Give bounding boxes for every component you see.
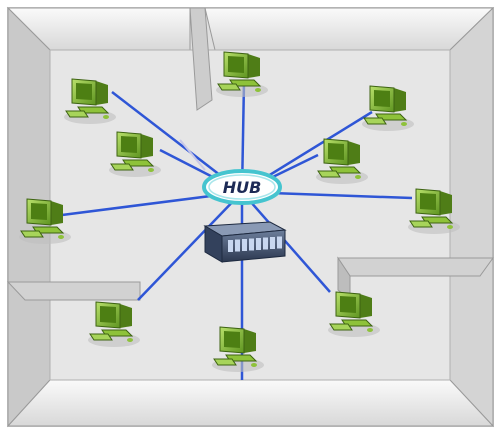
hub-port: [235, 239, 240, 252]
hub-node: HUB: [202, 169, 282, 205]
computer-icon: [64, 78, 116, 124]
hub-port: [249, 238, 254, 251]
computer-group: [19, 51, 460, 372]
computer-icon: [88, 301, 140, 347]
hub-port: [277, 236, 282, 249]
computer-icon: [328, 291, 380, 337]
network-cable: [241, 191, 331, 293]
hub-ports: [228, 236, 282, 252]
network-cable: [137, 191, 243, 301]
hub-port: [256, 238, 261, 250]
partition-left: [6, 281, 141, 301]
hub-port: [242, 239, 247, 251]
computer-icon: [408, 188, 460, 234]
network-cable: [179, 139, 206, 171]
hub-port: [270, 237, 275, 249]
wall-right: [449, 6, 494, 428]
computer-icon: [212, 326, 264, 372]
computer-icon: [316, 138, 368, 184]
partition-right: [337, 257, 494, 277]
partition-top: [189, 7, 213, 111]
hub-device: [203, 221, 287, 263]
computer-icon: [216, 51, 268, 97]
computer-icon: [19, 198, 71, 244]
wall-bottom: [6, 379, 495, 427]
hub-label: HUB: [223, 178, 262, 197]
hub-port: [263, 237, 268, 250]
wall-top-right: [204, 7, 495, 51]
hub-port: [228, 240, 233, 252]
computer-icon: [362, 85, 414, 131]
computer-icon: [109, 131, 161, 177]
room-walls: [6, 6, 495, 428]
